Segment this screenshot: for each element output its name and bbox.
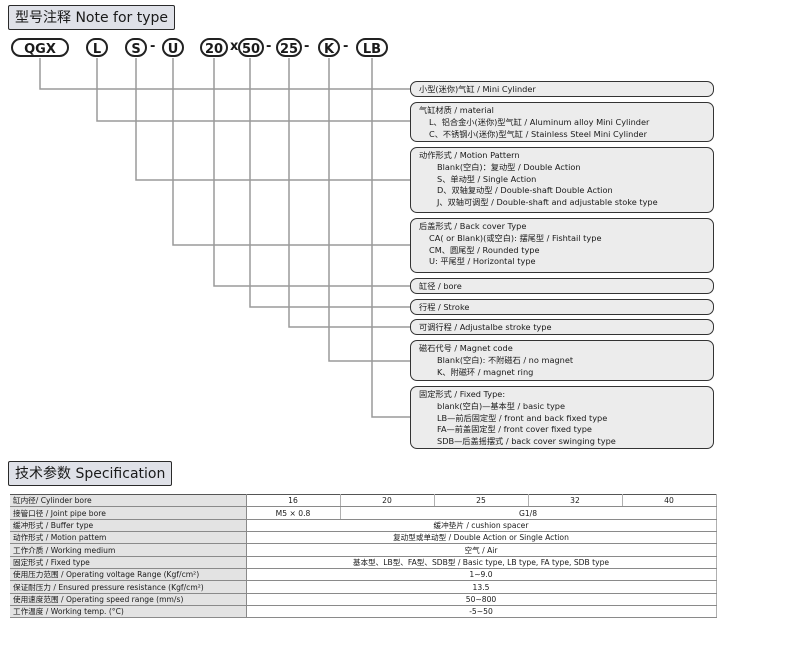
bore-16: 16 bbox=[246, 493, 341, 508]
note-line: 小型(迷你)气缸 / Mini Cylinder bbox=[419, 84, 536, 94]
note-line: 缸径 / bore bbox=[419, 281, 462, 291]
note-line: Blank(空白): 不附磁石 / no magnet bbox=[437, 354, 574, 365]
table-cell: M5 × 0.8 bbox=[246, 506, 341, 520]
section-title-note-for-type: 型号注释 Note for type bbox=[8, 5, 176, 30]
code-part-bore: 20 bbox=[200, 38, 228, 57]
code-part-fixed-type: LB bbox=[356, 38, 388, 57]
note-line: Blank(空白)：复动型 / Double Action bbox=[437, 161, 581, 172]
row-label: 缸内径/ Cylinder bore bbox=[10, 493, 247, 508]
bore-25: 25 bbox=[434, 493, 529, 508]
note-line: J、双轴可调型 / Double-shaft and adjustable st… bbox=[437, 197, 658, 208]
separator: - bbox=[343, 39, 349, 54]
code-part-adjustable-stroke: 25 bbox=[276, 38, 302, 57]
table-cell: 复动型或单动型 / Double Action or Single Action bbox=[246, 531, 717, 545]
separator: - bbox=[150, 39, 156, 54]
row-label: 保证耐压力 / Ensured pressure resistance (Kgf… bbox=[10, 580, 247, 594]
note-line: S、单动型 / Single Action bbox=[437, 173, 537, 184]
separator: x bbox=[230, 39, 239, 54]
note-line: 动作形式 / Motion Pattern bbox=[419, 150, 520, 160]
note-line: U: 平尾型 / Horizontal type bbox=[429, 256, 536, 267]
row-label: 工作温度 / Working temp. (°C) bbox=[10, 605, 247, 619]
code-part-back-cover: U bbox=[162, 38, 184, 57]
table-row: 工作温度 / Working temp. (°C) -5~50 bbox=[10, 605, 717, 619]
note-line: 磁石代号 / Magnet code bbox=[419, 343, 513, 353]
bore-32: 32 bbox=[528, 493, 623, 508]
note-box-back-cover: 后盖形式 / Back cover Type CA( or Blank)(或空白… bbox=[410, 218, 714, 273]
section-title-specification: 技术参数 Specification bbox=[8, 461, 173, 486]
row-label: 固定形式 / Fixed type bbox=[10, 556, 247, 570]
table-row: 缓冲形式 / Buffer type 缓冲垫片 / cushion spacer bbox=[10, 519, 717, 533]
table-row: 动作形式 / Motion pattem 复动型或单动型 / Double Ac… bbox=[10, 531, 717, 545]
table-row: 使用压力范围 / Operating voltage Range (Kgf/cm… bbox=[10, 568, 717, 582]
table-cell: 缓冲垫片 / cushion spacer bbox=[246, 519, 717, 533]
row-label: 缓冲形式 / Buffer type bbox=[10, 519, 247, 533]
note-box-material: 气缸材质 / material L、铝合金小(迷你)型气缸 / Aluminum… bbox=[410, 102, 714, 142]
note-box-adjustable-stroke: 可调行程 / Adjustalbe stroke type bbox=[410, 319, 714, 335]
note-line: CM、圆尾型 / Rounded type bbox=[429, 244, 540, 255]
note-line: 固定形式 / Fixed Type: bbox=[419, 389, 506, 399]
note-line: 气缸材质 / material bbox=[419, 105, 494, 115]
code-part-motion: S bbox=[125, 38, 147, 57]
row-label: 使用压力范围 / Operating voltage Range (Kgf/cm… bbox=[10, 568, 247, 582]
table-cell: G1/8 bbox=[340, 506, 717, 520]
table-cell: 13.5 bbox=[246, 580, 717, 594]
table-cell: -5~50 bbox=[246, 605, 717, 619]
note-line: K、附磁环 / magnet ring bbox=[437, 366, 534, 377]
table-row: 接管口径 / Joint pipe bore M5 × 0.8 G1/8 bbox=[10, 506, 717, 520]
table-row: 使用速度范围 / Operating speed range (mm/s) 50… bbox=[10, 593, 717, 607]
code-part-material: L bbox=[86, 38, 108, 57]
separator: - bbox=[266, 39, 272, 54]
note-line: 可调行程 / Adjustalbe stroke type bbox=[419, 322, 552, 332]
note-line: 后盖形式 / Back cover Type bbox=[419, 221, 527, 231]
table-row: 固定形式 / Fixed type 基本型、LB型、FA型、SDB型 / Bas… bbox=[10, 556, 717, 570]
row-label: 使用速度范围 / Operating speed range (mm/s) bbox=[10, 593, 247, 607]
table-cell: 50~800 bbox=[246, 593, 717, 607]
note-line: 行程 / Stroke bbox=[419, 302, 470, 312]
note-line: blank(空白)—基本型 / basic type bbox=[437, 400, 566, 411]
separator: - bbox=[304, 39, 310, 54]
specification-table: 缸内径/ Cylinder bore 16 20 25 32 40 接管口径 /… bbox=[10, 493, 717, 619]
table-row: 保证耐压力 / Ensured pressure resistance (Kgf… bbox=[10, 580, 717, 594]
note-box-mini-cylinder: 小型(迷你)气缸 / Mini Cylinder bbox=[410, 81, 714, 97]
note-box-fixed-type: 固定形式 / Fixed Type: blank(空白)—基本型 / basic… bbox=[410, 386, 714, 449]
bore-20: 20 bbox=[340, 493, 435, 508]
note-line: SDB—后盖摇摆式 / back cover swinging type bbox=[437, 436, 616, 447]
note-line: C、不锈钢小(迷你)型气缸 / Stainless Steel Mini Cyl… bbox=[429, 128, 647, 139]
code-part-magnet: K bbox=[318, 38, 340, 57]
table-cell: 空气 / Air bbox=[246, 543, 717, 557]
note-box-bore: 缸径 / bore bbox=[410, 278, 714, 294]
table-row: 缸内径/ Cylinder bore 16 20 25 32 40 bbox=[10, 493, 717, 508]
note-line: L、铝合金小(迷你)型气缸 / Aluminum alloy Mini Cyli… bbox=[429, 116, 650, 127]
code-part-series: QGX bbox=[11, 38, 69, 57]
table-row: 工作介质 / Working medium 空气 / Air bbox=[10, 543, 717, 557]
note-box-stroke: 行程 / Stroke bbox=[410, 299, 714, 315]
table-cell: 1~9.0 bbox=[246, 568, 717, 582]
table-cell: 基本型、LB型、FA型、SDB型 / Basic type, LB type, … bbox=[246, 556, 717, 570]
row-label: 动作形式 / Motion pattem bbox=[10, 531, 247, 545]
note-line: CA( or Blank)(或空白): 摆尾型 / Fishtail type bbox=[429, 232, 602, 243]
note-line: D、双轴复动型 / Double-shaft Double Action bbox=[437, 185, 613, 196]
bore-40: 40 bbox=[622, 493, 717, 508]
code-part-stroke: 50 bbox=[238, 38, 264, 57]
note-box-magnet-code: 磁石代号 / Magnet code Blank(空白): 不附磁石 / no … bbox=[410, 340, 714, 381]
note-box-motion-pattern: 动作形式 / Motion Pattern Blank(空白)：复动型 / Do… bbox=[410, 147, 714, 213]
row-label: 接管口径 / Joint pipe bore bbox=[10, 506, 247, 520]
row-label: 工作介质 / Working medium bbox=[10, 543, 247, 557]
note-line: FA—前盖固定型 / front cover fixed type bbox=[437, 424, 592, 435]
connector-lines bbox=[39, 58, 410, 418]
note-line: LB—前后固定型 / front and back fixed type bbox=[437, 412, 608, 423]
